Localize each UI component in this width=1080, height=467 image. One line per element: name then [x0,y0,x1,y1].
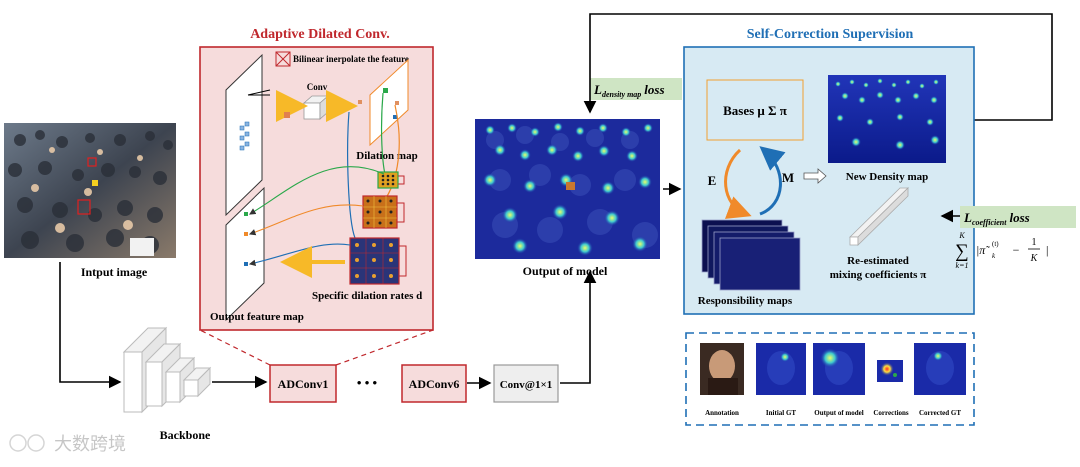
sc-title: Self-Correction Supervision [747,27,914,42]
zoom-line-left [199,329,271,366]
annotation-thumb [700,343,744,395]
output-feature-plane [225,186,265,322]
formula-frac-num: 1 [1032,237,1037,248]
pointer-lines [247,89,271,96]
kernel-dot [284,112,290,118]
coefficient-loss-tag [960,206,1076,228]
new-density-label: New Density map [846,171,929,183]
density-loss-tag [590,78,682,100]
output-model-small-label: Output of model [814,409,863,417]
conv-cube [302,95,330,120]
conv-label: Conv [307,82,328,92]
bases-label: Bases μ Σ π [723,103,787,118]
kernel-medium [362,195,405,229]
out-dot-orange [244,232,248,236]
bilinear-label: Bilinear inerpolate the feature [293,54,409,64]
adconv1-block [269,364,337,403]
adconv6-block [401,364,467,403]
output-feature-map-label: Output feature map [210,311,304,323]
hollow-arrow [803,168,827,184]
arrow-input-to-backbone [59,262,122,389]
out-dot-green [244,212,248,216]
path-orange-back [248,204,364,236]
corrected-gt-label: Corrected GT [919,409,961,417]
dilation-map-plane [369,58,409,147]
formula-term-sub: k [992,252,996,260]
watermark-logo-icon [9,434,45,452]
dilation-dot-green [383,88,388,93]
initial-gt-label: Initial GT [766,409,796,417]
kernel-large [349,237,407,285]
adaptive-title: Adaptive Dilated Conv. [250,27,390,42]
dilation-dot-orange [395,101,399,105]
dilation-dot-blue [393,115,397,119]
formula-term: |π̃ [976,243,990,257]
formula-sum-top: K [958,231,965,240]
output-model-thumb [813,343,865,395]
output-model-label: Output of model [523,264,608,278]
initial-gt-thumb [756,343,806,395]
backbone-block [122,326,212,414]
out-dot-blue [244,262,248,266]
output-density-image [475,119,660,259]
backbone-label: Backbone [160,428,211,442]
corrections-label: Corrections [873,409,909,417]
corrected-gt-thumb [914,343,966,395]
m-label: M [782,170,794,185]
ellipsis-dots: • • • [357,375,378,390]
kernel-small [377,171,405,189]
responsibility-maps [701,219,801,291]
responsibility-label: Responsibility maps [698,295,793,307]
bilinear-icon [275,51,291,67]
formula-sum-bottom: k=1 [956,261,969,270]
watermark-text: 大数跨境 [54,434,126,454]
formula-frac-den: K [1030,253,1039,264]
formula-minus: − [1013,243,1020,257]
zoom-line-right [335,329,434,366]
arrow-conv-to-output [560,270,597,384]
formula-term-sup: (t) [992,240,999,248]
conv1x1-block [493,364,559,403]
reestimated-label-1: Re-estimated [847,255,909,267]
adconv6-label: ADConv6 [409,377,460,391]
coefficient-formula: K ∑ k=1 |π̃ k (t) − 1 K | [955,231,1048,270]
path-blue [347,111,356,239]
input-grid [239,121,250,151]
coefficient-bar [849,187,909,246]
input-image-label: Intput image [81,265,148,279]
dilation-map-label: Dilation map [356,150,417,162]
specific-rates-label: Specific dilation rates d [312,290,422,302]
e-arrow [724,148,752,219]
bases-box [706,79,804,141]
e-label: E [708,173,717,188]
formula-close: | [1046,243,1048,257]
feedback-arrow [583,13,1053,121]
m-arrow [759,146,786,216]
reestimated-label-2: mixing coefficients π [830,269,926,281]
corrections-thumb [877,360,903,382]
path-green-back [249,166,385,215]
annotation-label: Annotation [705,409,739,417]
conv1x1-label: Conv@1×1 [500,379,553,391]
adconv1-label: ADConv1 [278,377,329,391]
new-density-map [828,75,946,163]
input-image [4,123,176,258]
formula-sum: ∑ [955,241,969,262]
dilation-dot-small [358,100,362,104]
